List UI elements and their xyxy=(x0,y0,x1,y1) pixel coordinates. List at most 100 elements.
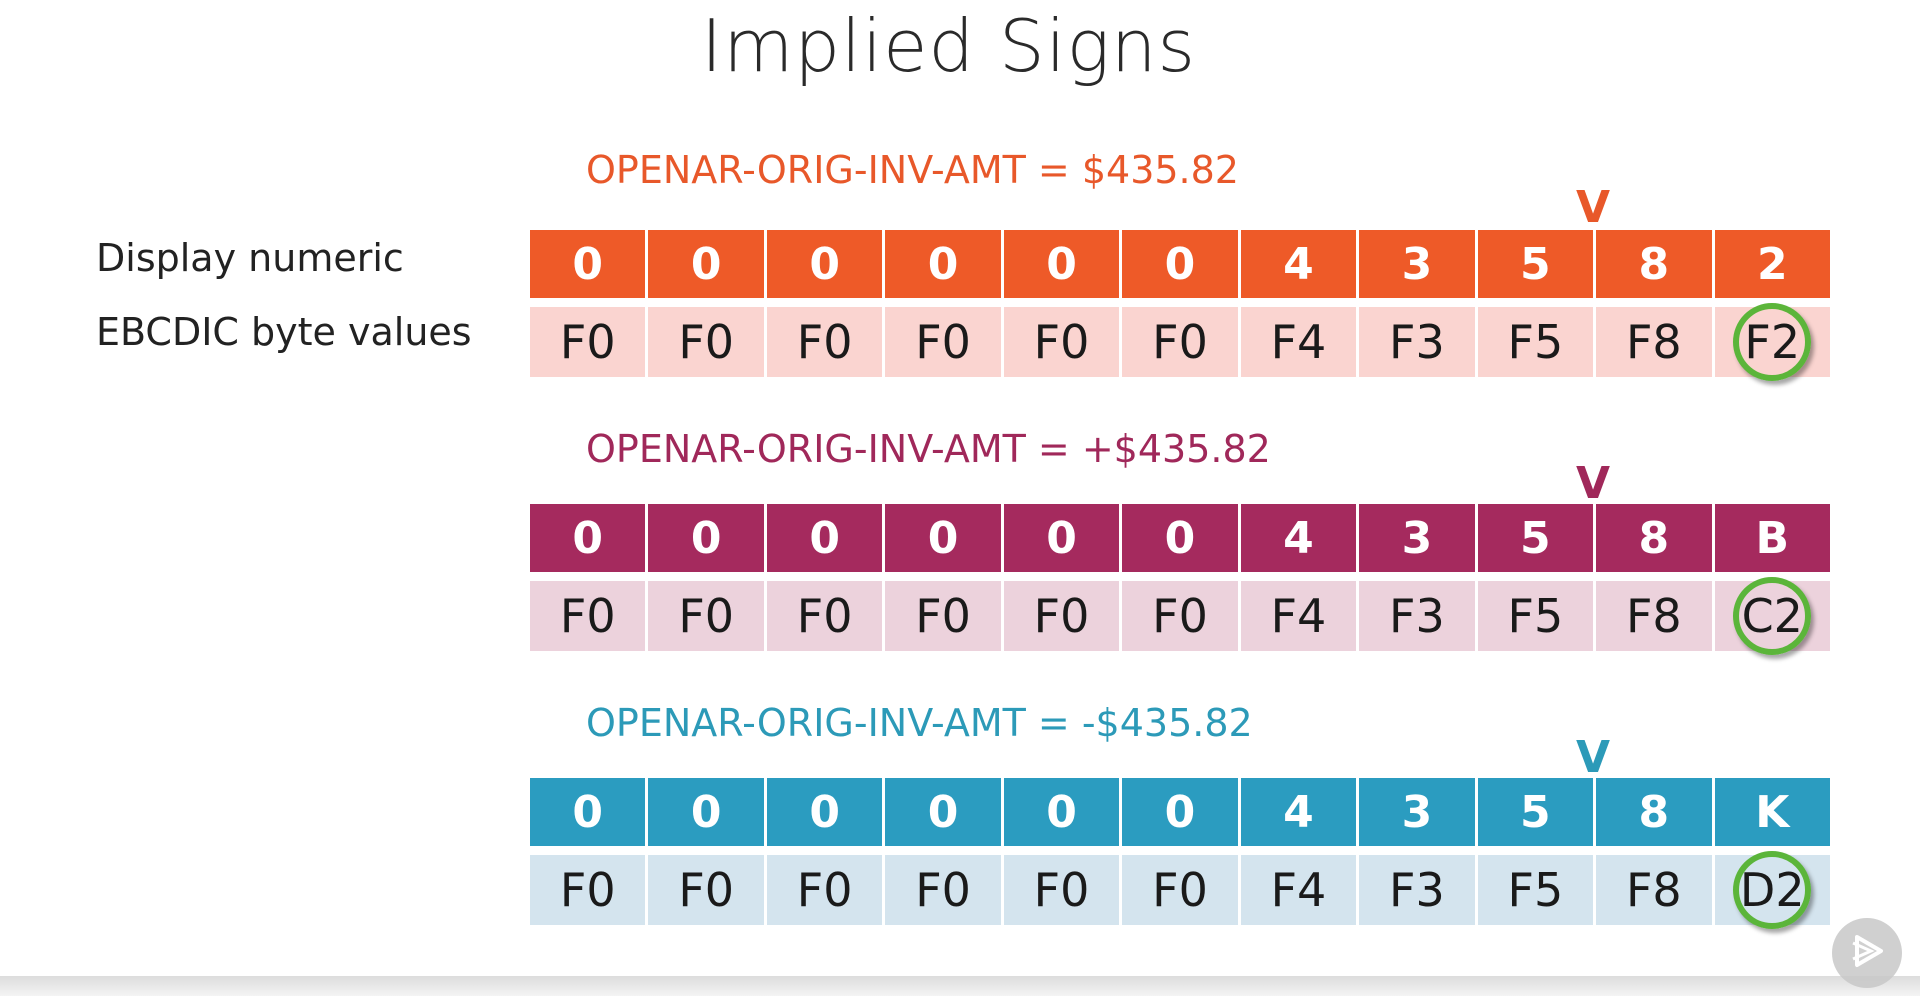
digit-cell: B xyxy=(1714,504,1830,572)
digit-cell: 0 xyxy=(1003,778,1123,846)
digit-cell: 8 xyxy=(1596,230,1715,298)
digit-cell: 0 xyxy=(766,230,886,298)
byte-value: F0 xyxy=(915,589,971,643)
digit-cell: 8 xyxy=(1596,778,1715,846)
digit-cell: 0 xyxy=(885,778,1004,846)
byte-value: F8 xyxy=(1625,315,1682,369)
byte-value: F5 xyxy=(1507,315,1564,369)
byte-cell: F0 xyxy=(530,855,649,925)
byte-value: F0 xyxy=(1033,315,1090,369)
byte-cell: F8 xyxy=(1596,307,1715,377)
byte-cell: F0 xyxy=(1122,307,1241,377)
digit-cell: 0 xyxy=(885,230,1004,298)
byte-value: F0 xyxy=(559,863,616,917)
digit-cell: 0 xyxy=(648,230,767,298)
byte-cell: F0 xyxy=(648,307,767,377)
byte-cell: F0 xyxy=(766,855,886,925)
byte-value: F0 xyxy=(678,589,735,643)
byte-cell: F2 xyxy=(1714,303,1830,381)
byte-cell: F0 xyxy=(1003,581,1123,651)
byte-cell: F0 xyxy=(885,855,1004,925)
byte-cell: D2 xyxy=(1714,851,1830,929)
byte-value: F0 xyxy=(915,863,971,917)
footer-divider xyxy=(0,976,1920,996)
digit-cell: 3 xyxy=(1359,504,1478,572)
sign-highlight-circle xyxy=(1733,851,1812,929)
play-button[interactable] xyxy=(1832,918,1902,988)
byte-value: F0 xyxy=(678,863,735,917)
decimal-marker-1: V xyxy=(1576,182,1611,233)
byte-value: F0 xyxy=(559,315,616,369)
digit-cell: 0 xyxy=(1122,778,1241,846)
byte-value: F3 xyxy=(1389,315,1445,369)
byte-row-2: F0 F0 F0 F0 F0 F0 F4 F3 F5 F8 C2 xyxy=(530,577,1830,655)
digit-cell: 0 xyxy=(648,778,767,846)
byte-value: F0 xyxy=(1152,589,1208,643)
byte-cell: F0 xyxy=(648,581,767,651)
digit-cell: 4 xyxy=(1240,504,1360,572)
digit-cell: 0 xyxy=(885,504,1004,572)
byte-cell: F4 xyxy=(1240,855,1360,925)
byte-cell: F0 xyxy=(1122,581,1241,651)
byte-cell: F8 xyxy=(1596,855,1715,925)
byte-value: F8 xyxy=(1625,589,1682,643)
equation-2: OPENAR-ORIG-INV-AMT = +$435.82 xyxy=(586,427,1271,471)
byte-row-3: F0 F0 F0 F0 F0 F0 F4 F3 F5 F8 D2 xyxy=(530,851,1830,929)
byte-value: F3 xyxy=(1389,589,1445,643)
digit-cell: 0 xyxy=(530,230,649,298)
byte-cell: C2 xyxy=(1714,577,1830,655)
byte-value: F0 xyxy=(1152,863,1208,917)
byte-value: F0 xyxy=(915,315,971,369)
byte-cell: F0 xyxy=(1003,855,1123,925)
digit-cell: 5 xyxy=(1477,504,1597,572)
byte-value: F0 xyxy=(1033,863,1090,917)
byte-cell: F3 xyxy=(1359,581,1478,651)
digit-cell: 0 xyxy=(1122,504,1241,572)
equation-3: OPENAR-ORIG-INV-AMT = -$435.82 xyxy=(586,701,1253,745)
byte-value: F3 xyxy=(1389,863,1445,917)
digit-cell: 8 xyxy=(1596,504,1715,572)
digit-cell: K xyxy=(1714,778,1830,846)
byte-cell: F4 xyxy=(1240,307,1360,377)
play-triangle-icon xyxy=(1847,931,1887,975)
decimal-marker-3: V xyxy=(1576,732,1611,783)
byte-value: F4 xyxy=(1270,863,1327,917)
digit-cell: 0 xyxy=(766,504,886,572)
byte-cell: F0 xyxy=(530,581,649,651)
digit-cell: 0 xyxy=(766,778,886,846)
byte-cell: F3 xyxy=(1359,307,1478,377)
byte-value: F5 xyxy=(1507,589,1564,643)
byte-cell: F0 xyxy=(1003,307,1123,377)
byte-cell: F8 xyxy=(1596,581,1715,651)
digit-cell: 3 xyxy=(1359,230,1478,298)
digit-cell: 0 xyxy=(1122,230,1241,298)
digit-cell: 4 xyxy=(1240,778,1360,846)
digit-cell: 0 xyxy=(648,504,767,572)
byte-value: F0 xyxy=(1152,315,1208,369)
byte-cell: F3 xyxy=(1359,855,1478,925)
byte-value: F0 xyxy=(796,589,853,643)
digit-cell: 3 xyxy=(1359,778,1478,846)
byte-value: F2 xyxy=(1744,315,1801,369)
byte-value: F0 xyxy=(1033,589,1090,643)
byte-cell: F0 xyxy=(1122,855,1241,925)
byte-value: F8 xyxy=(1625,863,1682,917)
digit-cell: 0 xyxy=(1003,504,1123,572)
sign-highlight-circle xyxy=(1733,303,1812,381)
byte-cell: F0 xyxy=(885,581,1004,651)
byte-value: F0 xyxy=(678,315,735,369)
byte-value: F4 xyxy=(1270,315,1327,369)
equation-1: OPENAR-ORIG-INV-AMT = $435.82 xyxy=(586,148,1239,192)
byte-cell: F0 xyxy=(885,307,1004,377)
digit-cell: 2 xyxy=(1714,230,1830,298)
display-numeric-label: Display numeric xyxy=(96,236,404,280)
digit-cell: 4 xyxy=(1240,230,1360,298)
byte-cell: F5 xyxy=(1477,855,1597,925)
byte-value: F4 xyxy=(1270,589,1327,643)
digit-cell: 0 xyxy=(530,504,649,572)
byte-cell: F5 xyxy=(1477,307,1597,377)
